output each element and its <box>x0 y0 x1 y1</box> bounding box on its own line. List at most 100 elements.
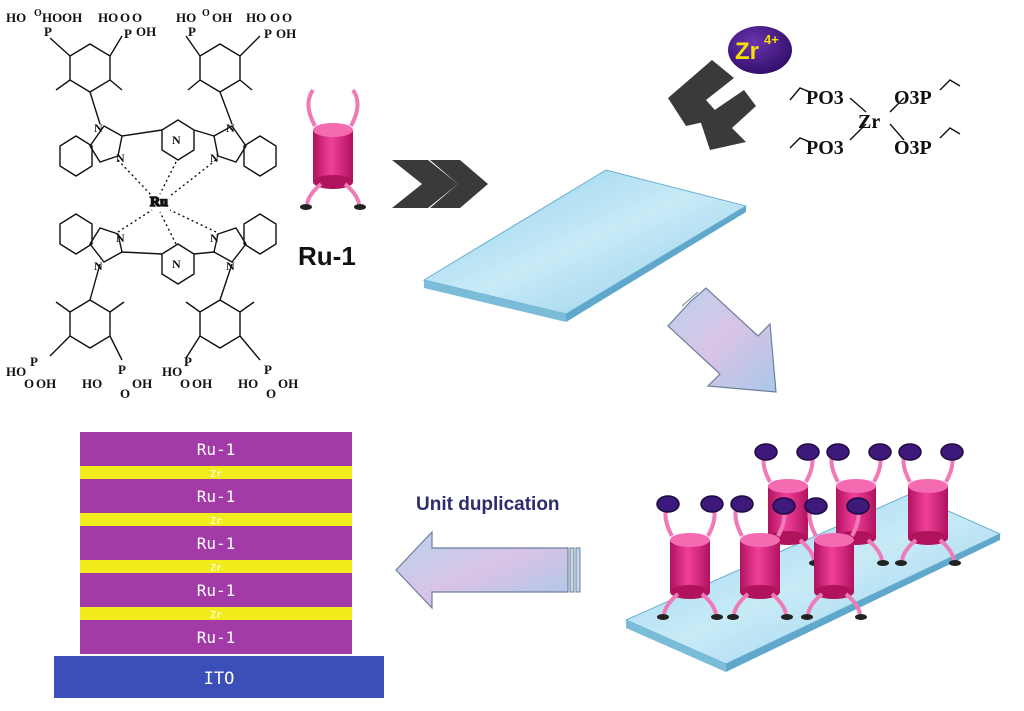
svg-text:HO: HO <box>162 364 182 379</box>
svg-text:HO: HO <box>238 376 258 391</box>
svg-text:O: O <box>180 376 190 391</box>
zr-ion-charge: 4+ <box>764 32 779 47</box>
ru1-layer <box>80 432 352 466</box>
zr-layer <box>80 560 352 573</box>
svg-text:OH: OH <box>132 376 152 391</box>
svg-text:O: O <box>24 376 34 391</box>
svg-text:O: O <box>120 10 130 25</box>
svg-text:OH: OH <box>36 376 56 391</box>
svg-text:HO: HO <box>82 376 102 391</box>
svg-text:P: P <box>44 24 52 39</box>
ru1-layer-label: Ru-1 <box>197 581 236 600</box>
benzimidazole-bottom-left <box>89 227 123 263</box>
zr-complex-center: Zr <box>858 111 880 133</box>
svg-text:O: O <box>266 386 276 401</box>
svg-text:OH: OH <box>192 376 212 391</box>
zr-phosphonate-complex: PO3 PO3 Zr O3P O3P <box>789 79 961 159</box>
svg-text:HO: HO <box>6 364 26 379</box>
svg-text:P: P <box>188 24 196 39</box>
svg-text:O: O <box>132 10 142 25</box>
unit-duplication-label: Unit duplication <box>416 494 560 515</box>
ru1-schematic-icon <box>298 88 368 212</box>
zr-ion-symbol: Zr <box>735 38 759 65</box>
svg-text:N: N <box>116 231 125 245</box>
o3p-right-bottom: O3P <box>894 137 932 159</box>
mesityl-ring-bottom-left <box>69 299 111 349</box>
ito-label: ITO <box>204 669 235 689</box>
benzimidazole-top-left <box>89 125 123 163</box>
svg-text:HO: HO <box>246 10 266 25</box>
svg-text:P: P <box>30 354 38 369</box>
zr-layer-label: Zr <box>210 563 222 574</box>
nitrogen-labels: N N N N N N N N N N <box>94 121 235 273</box>
down-right-arrow <box>667 287 777 393</box>
glass-substrate-plain <box>422 169 748 322</box>
top-pyridine-ring <box>161 119 195 161</box>
benzimidazole-top-right <box>213 125 247 163</box>
zr-layer <box>80 466 352 479</box>
svg-text:N: N <box>226 259 235 273</box>
svg-text:HO: HO <box>42 10 62 25</box>
po3-left-top: PO3 <box>806 87 844 109</box>
ru-complex-structure: Ru <box>49 35 277 361</box>
mesityl-ring-top-right <box>199 43 241 93</box>
svg-text:O: O <box>34 8 42 19</box>
zr-layer <box>80 607 352 620</box>
o3p-right-top: O3P <box>894 87 932 109</box>
svg-text:O: O <box>120 386 130 401</box>
svg-text:N: N <box>116 151 125 165</box>
svg-text:P: P <box>264 362 272 377</box>
svg-text:OH: OH <box>62 10 82 25</box>
zr-layer <box>80 513 352 526</box>
svg-text:P: P <box>118 362 126 377</box>
ru1-layer-label: Ru-1 <box>197 534 236 553</box>
svg-text:OH: OH <box>278 376 298 391</box>
benzene-bottom-left <box>59 213 93 255</box>
svg-text:O: O <box>202 8 210 19</box>
svg-text:N: N <box>210 151 219 165</box>
svg-text:P: P <box>264 26 272 41</box>
forward-chevron-arrow <box>392 160 488 208</box>
ito-substrate: ITO <box>54 656 384 698</box>
ru1-layer-label: Ru-1 <box>197 440 236 459</box>
benzene-top-left <box>59 135 93 177</box>
phosphonate-groups: HO O HO OH P HO O O P OH HO O OH P HO O … <box>6 8 298 401</box>
zr-ion-bubble: Zr 4+ <box>728 26 792 74</box>
ito-layer <box>54 656 384 698</box>
coordination-bonds <box>117 159 217 245</box>
ru1-layer <box>80 479 352 513</box>
svg-text:N: N <box>94 121 103 135</box>
benzene-bottom-right <box>243 213 277 255</box>
benzene-top-right <box>243 135 277 177</box>
zr-layer-label: Zr <box>210 516 222 527</box>
svg-text:N: N <box>226 121 235 135</box>
ru1-layer-label: Ru-1 <box>197 487 236 506</box>
assembled-monolayer <box>624 443 1002 672</box>
svg-text:P: P <box>124 26 132 41</box>
svg-text:O: O <box>270 10 280 25</box>
ru1-layer <box>80 526 352 560</box>
svg-text:N: N <box>94 259 103 273</box>
svg-text:OH: OH <box>276 26 296 41</box>
benzimidazole-bottom-right <box>213 227 247 263</box>
ru1-layer-label: Ru-1 <box>197 628 236 647</box>
svg-text:O: O <box>282 10 292 25</box>
ru1-label: Ru-1 <box>298 241 356 271</box>
svg-text:OH: OH <box>136 24 156 39</box>
bottom-pyridine-ring <box>161 243 195 285</box>
down-left-chevron-arrow <box>668 60 756 150</box>
phosphonate-ho: HO <box>6 10 26 25</box>
svg-text:N: N <box>172 133 181 147</box>
zr-layer-label: Zr <box>210 610 222 621</box>
svg-text:HO: HO <box>176 10 196 25</box>
mesityl-ring-top-left <box>69 43 111 93</box>
svg-text:HO: HO <box>98 10 118 25</box>
zr-layer-label: Zr <box>210 469 222 480</box>
ru1-layer <box>80 620 352 654</box>
ru1-layer <box>80 573 352 607</box>
ru-metal-label: Ru <box>150 195 168 210</box>
svg-text:N: N <box>172 257 181 271</box>
mesityl-ring-bottom-right <box>199 299 241 349</box>
